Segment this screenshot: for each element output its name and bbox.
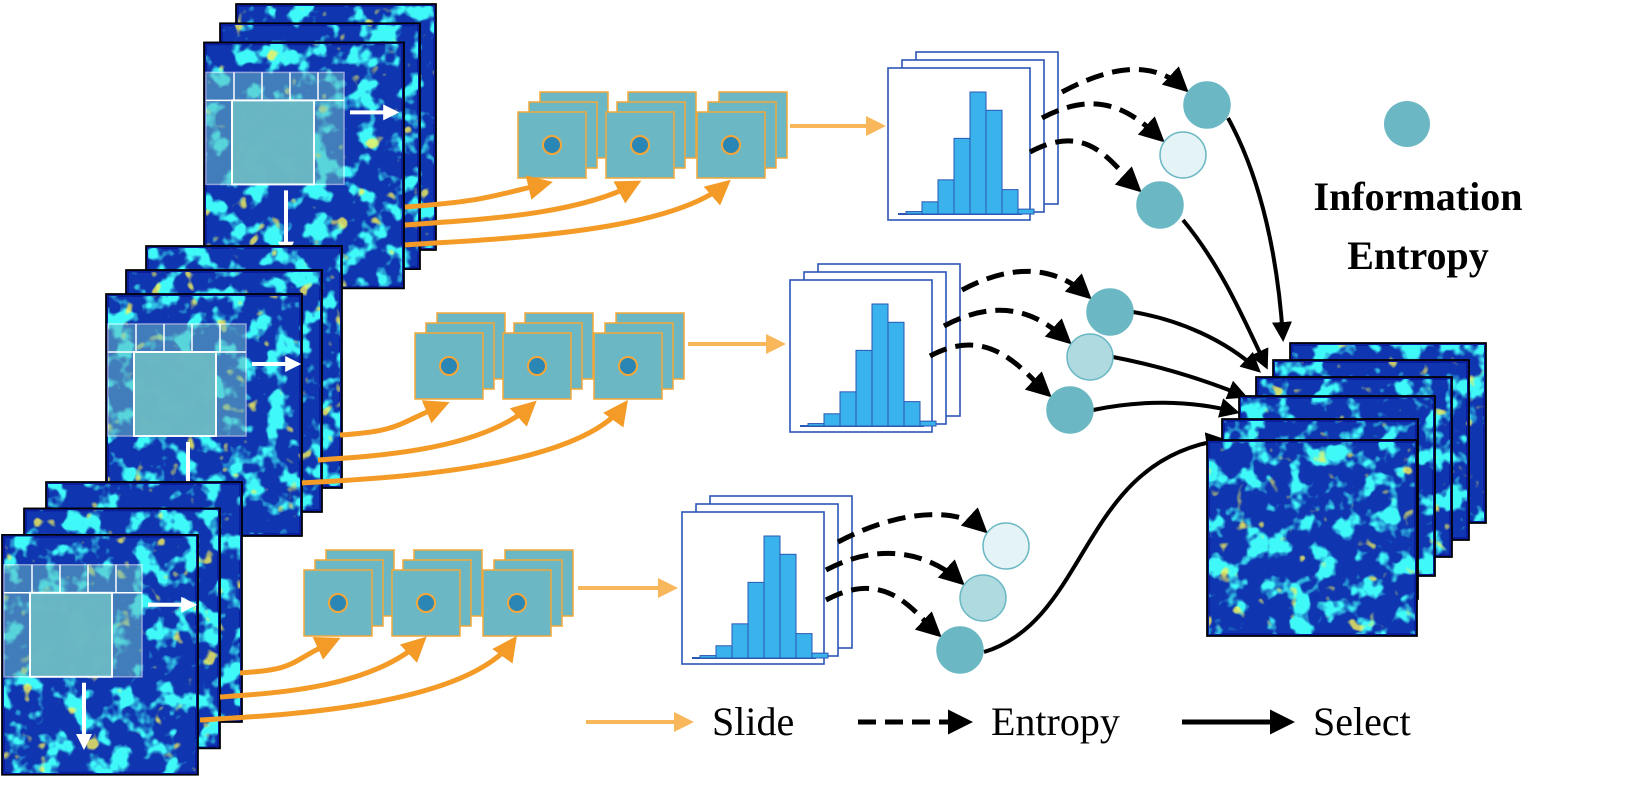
histogram-stack [681,495,853,665]
info-entropy-line1: Information [1314,174,1523,219]
histogram-bar [887,321,905,427]
histogram-bar [807,423,825,427]
window-stack [391,549,483,637]
histogram-bar [919,420,937,427]
histogram-bar [937,179,955,215]
slide-arrow [317,400,537,463]
entropy-arrow [1028,138,1142,193]
window-center-dot [507,593,527,613]
histogram-bar [855,349,873,427]
slide-arrow [404,175,553,210]
entropy-arrow [1060,66,1189,95]
window-stack [502,312,594,400]
histogram-bar [839,391,857,427]
slide-arrow [301,399,628,486]
entropy-node [1066,333,1114,381]
slide-arrow [404,179,731,248]
histogram-stacks [681,51,1059,665]
info-entropy-line2: Entropy [1347,233,1489,278]
feature-map-stacks [1,3,437,776]
histogram-bar [823,413,841,427]
window-stack [517,91,609,179]
window-stack [414,312,506,400]
window-center-dot [416,593,436,613]
histogram-bar [779,553,797,659]
slide-arrow [239,637,341,676]
select-arrow [1112,355,1248,400]
entropy-node [936,626,984,674]
histogram-bar [953,137,971,215]
histogram-stack [887,51,1059,221]
entropy-arrow [824,550,965,586]
window-stack [303,549,395,637]
entropy-legend-label: Entropy [991,699,1120,744]
slide-arrow [404,180,642,228]
histogram-bar [1001,189,1019,215]
histogram-bar [905,211,923,215]
selected-feature-map [1206,439,1418,637]
histogram-bar [699,655,717,659]
histogram-bar [1017,208,1035,215]
window-stack [482,549,574,637]
arrow-legend: Slide Entropy Select [586,699,1411,744]
select-legend-label: Select [1313,699,1411,744]
window-center-dot [328,593,348,613]
entropy-arrow [836,507,988,545]
window-center-dot [721,135,741,155]
histogram-bar [921,201,939,215]
entropy-arrow [960,268,1092,300]
entropy-node [982,522,1030,570]
histogram-bar [985,109,1003,215]
histogram-bar [747,581,765,659]
histogram-bar [871,303,889,427]
selected-feature-stack [1206,342,1487,637]
histogram-bar [763,535,781,659]
flow-arrows [199,66,1292,723]
window-center-dot [439,356,459,376]
slide-arrow [339,400,450,438]
histogram-bar [903,401,921,427]
entropy-arrow [928,342,1052,398]
entropy-node [1046,386,1094,434]
slide-arrow [219,636,427,700]
select-arrow [983,432,1226,654]
select-arrow [1181,218,1269,370]
histogram-bar [811,652,829,659]
entropy-node [1136,181,1184,229]
histogram-bar [731,623,749,659]
histogram-bar [969,91,987,215]
entropy-arrow [824,586,942,638]
histogram-bar [795,633,813,659]
sliding-window-stacks [303,91,788,637]
window-center-dot [630,135,650,155]
window-center-dot [618,356,638,376]
sliding-window-overlay [3,564,143,678]
sliding-window-overlay [107,323,247,437]
entropy-node [1159,131,1207,179]
select-arrow [1132,310,1261,373]
window-stack [605,91,697,179]
select-arrow [1092,398,1240,418]
entropy-arrow [1040,101,1165,143]
entropy-node [959,574,1007,622]
info-entropy-legend: Information Entropy [1314,101,1523,278]
window-stack [696,91,788,179]
sliding-window-overlay [205,71,345,186]
histogram-bar [715,645,733,659]
window-center-dot [527,356,547,376]
info-entropy-node [1384,101,1430,147]
entropy-node [1086,288,1134,336]
entropy-node [1183,81,1231,129]
window-stack [593,312,685,400]
slide-legend-label: Slide [712,699,794,744]
entropy-nodes [936,81,1231,674]
select-arrow [1226,117,1292,342]
entropy-arrow [942,307,1072,345]
histogram-stack [789,263,961,433]
slide-arrow [199,635,517,723]
window-center-dot [542,135,562,155]
